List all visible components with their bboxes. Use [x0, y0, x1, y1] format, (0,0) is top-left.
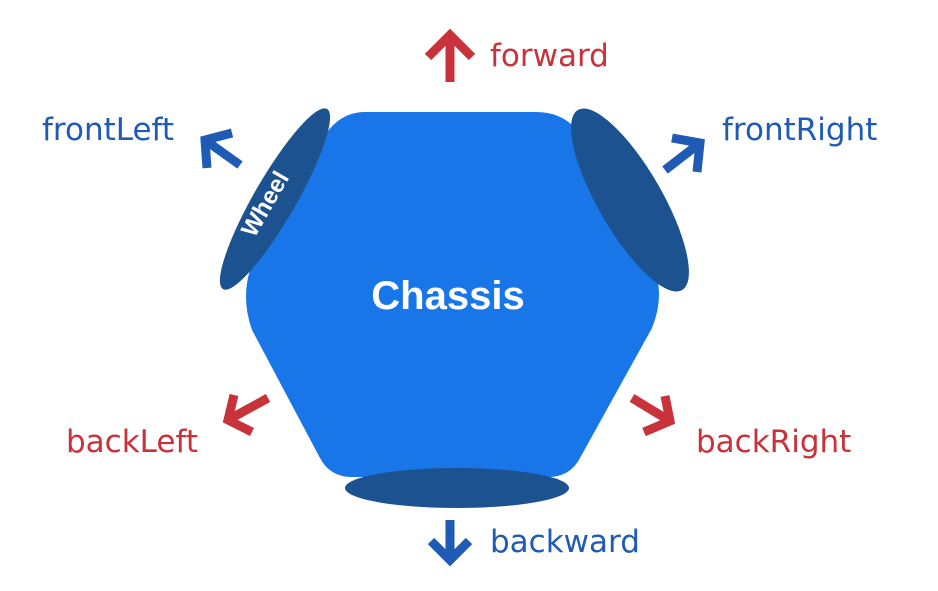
backward-label: backward — [490, 524, 640, 560]
back-left-arrow-icon — [222, 393, 271, 437]
back-left-label: backLeft — [66, 424, 198, 460]
chassis-label: Chassis — [371, 274, 524, 318]
front-left-label: frontLeft — [42, 112, 174, 148]
back-right-label: backRight — [696, 424, 851, 460]
wheel-front-right — [571, 108, 689, 292]
front-right-label: frontRight — [722, 112, 877, 148]
chassis-body — [246, 112, 659, 477]
backward-arrow-icon — [427, 520, 473, 567]
forward-arrow-icon — [424, 28, 476, 82]
wheel-front-left — [219, 108, 331, 290]
front-left-arrow-icon — [200, 128, 243, 169]
wheel-back — [345, 468, 569, 508]
front-right-arrow-icon — [662, 133, 705, 174]
forward-label: forward — [490, 38, 609, 74]
back-right-arrow-icon — [629, 394, 676, 437]
